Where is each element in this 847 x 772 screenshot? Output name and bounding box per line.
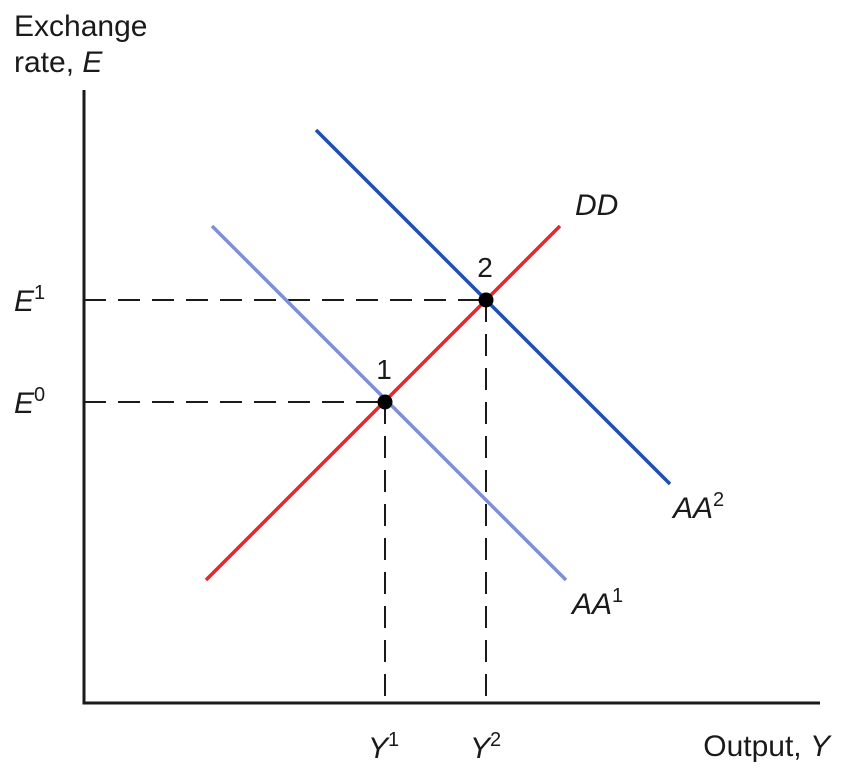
e0-label: E0 [14,384,45,420]
y1-label-base: Y [368,732,390,765]
x-axis-title-prefix: Output, [703,730,810,763]
y2-label-base: Y [470,732,492,765]
aa1-label-sup: 1 [612,585,623,607]
x-axis-title: Output, Y [703,730,832,763]
e1-label: E1 [14,282,45,318]
y2-label: Y2 [470,729,501,765]
e1-label-sup: 1 [34,282,45,304]
equilibrium-point-1 [377,394,393,410]
y1-label-sup: 1 [388,729,399,751]
aa2-curve [314,128,672,486]
dd-label: DD [575,189,618,222]
y2-label-sup: 2 [490,729,501,751]
e1-label-base: E [14,285,35,318]
aa2-label-base: AA [671,492,713,525]
equilibrium-point-2 [478,292,494,308]
x-axis-title-var: Y [810,730,832,763]
y-axis-title-line2: rate, E [14,46,103,79]
e0-label-base: E [14,387,35,420]
aa2-label: AA2 [671,489,724,525]
aa1-label: AA1 [570,585,623,621]
point-1-label: 1 [376,354,392,385]
y-axis-title-var: E [82,46,103,79]
aa2-label-sup: 2 [713,489,724,511]
y1-label: Y1 [368,729,399,765]
e0-label-sup: 0 [34,384,45,406]
y-axis-title-prefix: rate, [14,46,82,79]
y-axis-title-line1: Exchange [14,10,147,43]
aa1-label-base: AA [570,588,612,621]
point-2-label: 2 [477,252,493,283]
